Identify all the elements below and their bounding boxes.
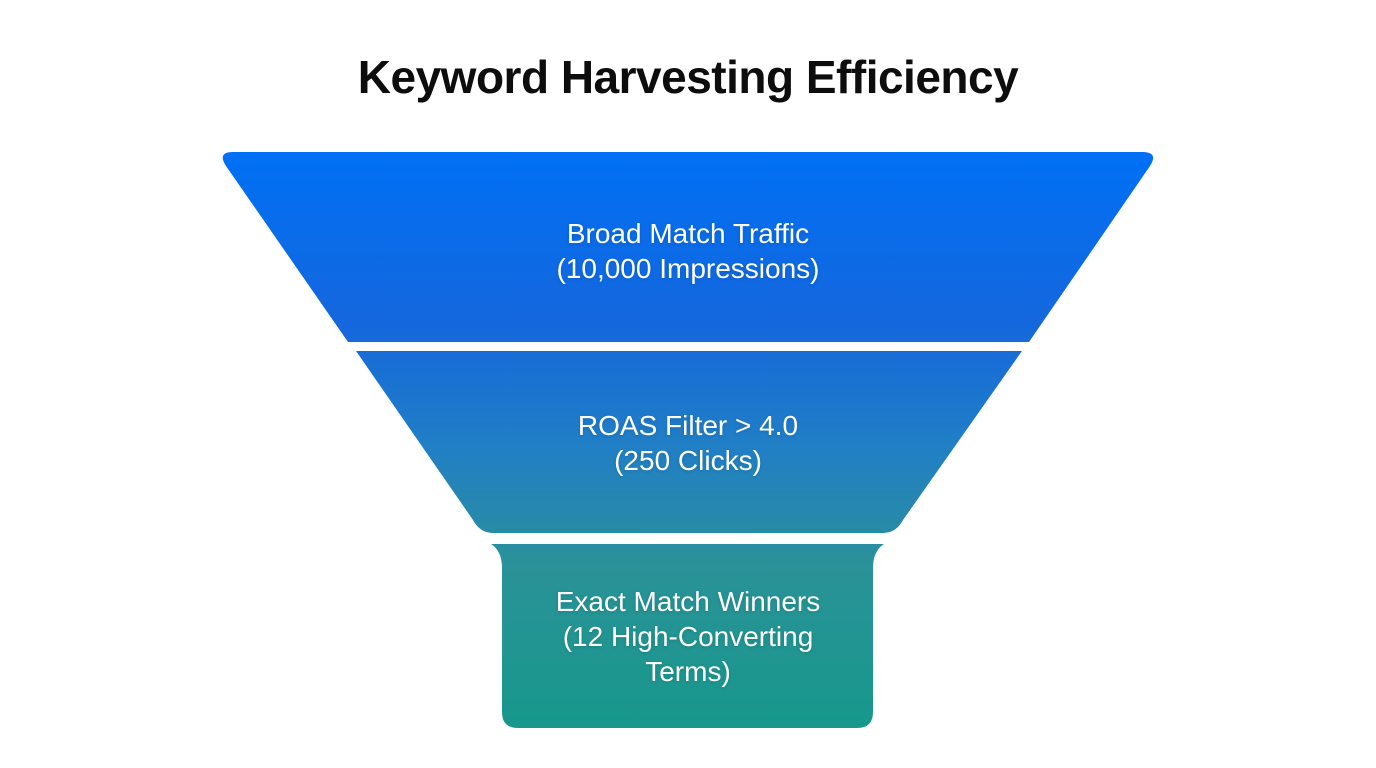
stage-1-label: Broad Match Traffic (10,000 Impressions) (438, 216, 938, 286)
stage-1-label-line-2: (10,000 Impressions) (556, 253, 820, 284)
stage-2-label: ROAS Filter > 4.0 (250 Clicks) (438, 408, 938, 478)
stage-2-label-line-2: (250 Clicks) (614, 445, 762, 476)
funnel-stage-1-shape (222, 152, 1154, 342)
funnel-stage-3-shape (491, 544, 884, 728)
funnel-stage-2-shape (356, 351, 1022, 533)
stage-3-label: Exact Match Winners (12 High-Converting … (488, 584, 888, 689)
stage-2-label-line-1: ROAS Filter > 4.0 (577, 410, 799, 441)
stage-3-label-line-1: Exact Match Winners (555, 586, 821, 617)
stage-3-label-line-2: (12 High-Converting (562, 621, 814, 652)
stage-1-label-line-1: Broad Match Traffic (566, 218, 810, 249)
stage-3-label-line-3: Terms) (645, 656, 731, 687)
page-title: Keyword Harvesting Efficiency (357, 51, 1019, 103)
